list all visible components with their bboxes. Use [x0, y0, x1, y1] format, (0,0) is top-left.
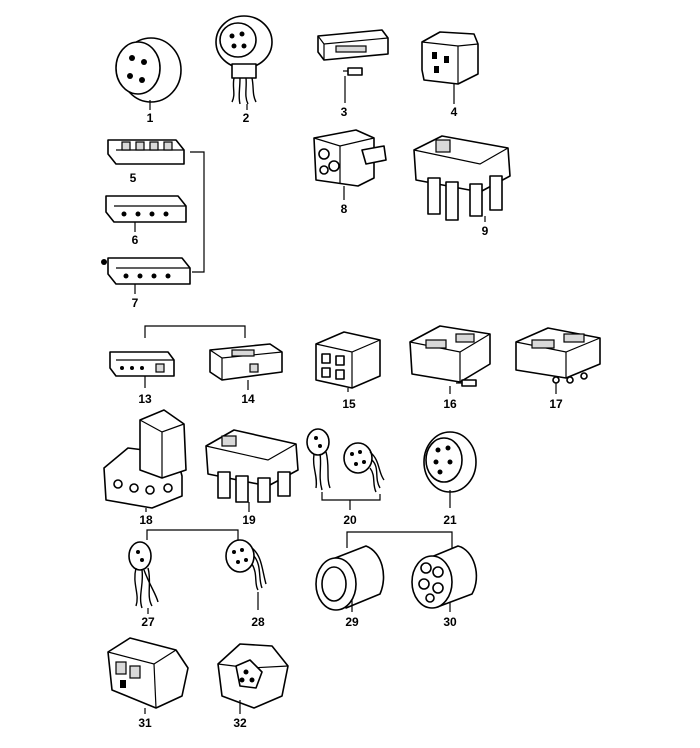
label-3: 3 [341, 105, 348, 119]
label-13: 13 [138, 392, 152, 406]
part-8-block-connector [313, 129, 387, 200]
part-14-flat-housing [209, 343, 283, 390]
label-29: 29 [345, 615, 359, 629]
label-14: 14 [241, 392, 255, 406]
part-19-multi-leg-socket [205, 429, 299, 512]
part-21-round-connector [423, 431, 477, 508]
part-15-six-hole-block [315, 331, 381, 392]
part-20-round-wired-pair [306, 428, 385, 510]
bracket-5-7 [190, 151, 205, 273]
part-30-cylinder-connector [411, 545, 478, 612]
label-9: 9 [482, 224, 489, 238]
part-4-relay-socket [421, 31, 479, 104]
part-31-long-housing [107, 637, 189, 714]
label-18: 18 [139, 513, 153, 527]
label-6: 6 [132, 233, 139, 247]
part-5-strip-housing [107, 139, 185, 165]
part-7-strip-housing [101, 257, 191, 294]
part-6-strip-housing [105, 195, 187, 232]
part-27-round-wired [128, 541, 159, 614]
part-1-round-connector [115, 37, 182, 110]
label-15: 15 [342, 397, 356, 411]
label-32: 32 [233, 716, 247, 730]
part-32-hex-connector [217, 643, 289, 714]
part-28-round-wired [225, 539, 267, 610]
label-17: 17 [549, 397, 563, 411]
part-16-housing-with-pin [409, 325, 491, 394]
label-19: 19 [242, 513, 256, 527]
label-30: 30 [443, 615, 457, 629]
bracket-13-14 [144, 325, 246, 338]
label-8: 8 [341, 202, 348, 216]
part-29-cylinder-connector [315, 545, 385, 612]
label-1: 1 [147, 111, 154, 125]
part-18-socket-housing [103, 409, 187, 512]
bracket-29-30 [346, 531, 453, 548]
label-31: 31 [138, 716, 152, 730]
part-13-small-housing [109, 351, 175, 388]
label-28: 28 [251, 615, 265, 629]
label-5: 5 [130, 171, 137, 185]
label-16: 16 [443, 397, 457, 411]
part-17-housing-on-base [515, 327, 601, 394]
label-27: 27 [141, 615, 155, 629]
part-3-flat-housing [317, 29, 389, 103]
part-2-round-connector-wired [215, 15, 273, 110]
label-7: 7 [132, 296, 139, 310]
bracket-27-28 [146, 529, 239, 540]
label-2: 2 [243, 111, 250, 125]
part-9-multi-leg-socket [413, 135, 511, 222]
label-4: 4 [451, 105, 458, 119]
label-21: 21 [443, 513, 457, 527]
label-20: 20 [343, 513, 357, 527]
